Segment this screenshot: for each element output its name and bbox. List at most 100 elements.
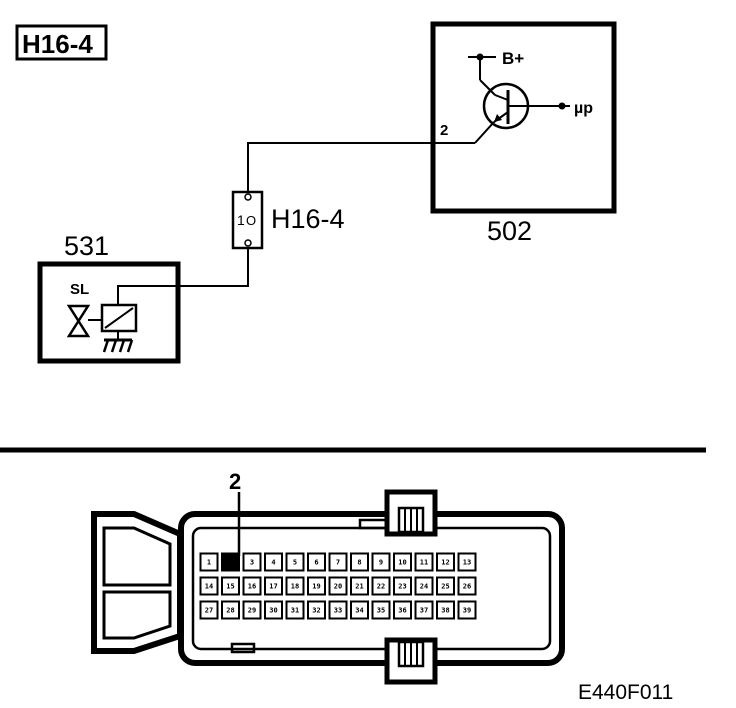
pin-cavity xyxy=(199,600,219,620)
pin-cavity xyxy=(242,552,262,572)
pin-number: 16 xyxy=(248,583,256,591)
pin-number: 21 xyxy=(355,583,363,591)
pin-number: 11 xyxy=(420,559,428,567)
pin-number: 3 xyxy=(250,559,254,567)
ecu-502: B+ µp 2 502 xyxy=(430,21,617,246)
pin-number: 7 xyxy=(336,559,340,567)
pin-cavity-highlighted xyxy=(221,552,240,572)
pin-cavity xyxy=(457,600,477,620)
pin-number: 39 xyxy=(463,607,471,615)
pin-cavity xyxy=(242,576,262,596)
pin-number: 15 xyxy=(226,583,234,591)
pin-cavity xyxy=(264,600,283,620)
pin-cavity xyxy=(285,576,305,596)
page-code-label: H16-4 xyxy=(22,29,93,59)
pin-cavity xyxy=(285,552,305,572)
pin-number: 23 xyxy=(398,583,406,591)
pin-cavity xyxy=(393,576,412,596)
pin-number: 29 xyxy=(248,607,256,615)
connector-name: H16-4 xyxy=(271,204,345,234)
pin-number: 36 xyxy=(398,607,406,615)
pin-cavity xyxy=(264,576,283,596)
pin-cavity xyxy=(457,552,477,572)
pin-number: 20 xyxy=(334,583,342,591)
pin-cavity xyxy=(371,552,391,572)
pin-cavity xyxy=(328,600,348,620)
pin-cavity xyxy=(414,576,434,596)
pin-number: 9 xyxy=(379,559,383,567)
pin-cavity xyxy=(307,600,326,620)
valve-icon xyxy=(66,304,91,338)
pin-cavity xyxy=(414,552,434,572)
pin-number: 33 xyxy=(334,607,342,615)
wire-connector-to-solenoid xyxy=(117,248,249,305)
pin-cavity xyxy=(264,552,283,572)
pin-number: 34 xyxy=(355,607,363,615)
pin-cavity xyxy=(393,600,412,620)
pin-cavity xyxy=(328,552,348,572)
solenoid-number: 531 xyxy=(64,231,109,261)
pin-number: 22 xyxy=(377,583,385,591)
pin-number: 14 xyxy=(205,583,213,591)
ecu-number: 502 xyxy=(487,216,532,246)
pin-number: 27 xyxy=(205,607,213,615)
connector-housing xyxy=(178,511,565,666)
pin-cavity xyxy=(457,576,477,596)
pin-number: 8 xyxy=(357,559,361,567)
pin-cavity xyxy=(350,600,369,620)
pin-cavity xyxy=(199,576,219,596)
pin-cavity xyxy=(242,600,262,620)
ground-icon xyxy=(102,338,134,353)
pin-number: 12 xyxy=(441,559,449,567)
pin-number: 10 xyxy=(398,559,406,567)
pin-number: 17 xyxy=(269,583,277,591)
solenoid-symbol-label: SL xyxy=(70,281,89,298)
signal-label: µp xyxy=(574,100,593,117)
solenoid-531: 531 SL xyxy=(37,231,181,364)
pin-cavity xyxy=(436,552,455,572)
pin-cavity xyxy=(350,552,369,572)
ecu-pin-label: 2 xyxy=(440,122,448,139)
solenoid-box xyxy=(37,261,181,364)
pin-number: 32 xyxy=(312,607,320,615)
ecu-box xyxy=(430,21,617,214)
pin-cavity xyxy=(221,576,240,596)
pin-cavity xyxy=(307,576,326,596)
signal-terminal-icon xyxy=(558,102,566,110)
pin-cavity xyxy=(371,576,391,596)
pin-cavity xyxy=(393,552,412,572)
pin-number: 18 xyxy=(291,583,299,591)
pin-number: 4 xyxy=(271,559,275,567)
connector-pin-label: 1 xyxy=(237,212,245,228)
pin-cavity xyxy=(414,600,434,620)
pin-number: 25 xyxy=(441,583,449,591)
pin-number: 1 xyxy=(207,559,211,567)
pin-number: 31 xyxy=(291,607,299,615)
pin-number: 35 xyxy=(377,607,385,615)
pin-number: 38 xyxy=(441,607,449,615)
figure-reference: E440F011 xyxy=(578,681,673,704)
pin-callout-label: 2 xyxy=(229,469,241,494)
pin-cavity xyxy=(436,576,455,596)
pin-cavity xyxy=(307,552,326,572)
wire-ecu-to-connector xyxy=(247,142,433,192)
connector-pin-contact: O xyxy=(246,213,256,228)
pin-number: 5 xyxy=(293,559,297,567)
supply-label: B+ xyxy=(502,49,524,68)
pin-number: 26 xyxy=(463,583,471,591)
pin-number: 19 xyxy=(312,583,320,591)
pin-number: 28 xyxy=(226,607,234,615)
pin-number: 13 xyxy=(463,559,471,567)
inline-connector-h16-4: 1 O H16-4 xyxy=(231,190,345,250)
pin-cavity xyxy=(328,576,348,596)
page-code-box xyxy=(15,24,108,61)
pin-cavity xyxy=(285,600,305,620)
pin-number: 37 xyxy=(420,607,428,615)
pin-number: 24 xyxy=(420,583,428,591)
pin-cavity xyxy=(371,600,391,620)
pin-cavity xyxy=(436,600,455,620)
pin-cavity xyxy=(350,576,369,596)
